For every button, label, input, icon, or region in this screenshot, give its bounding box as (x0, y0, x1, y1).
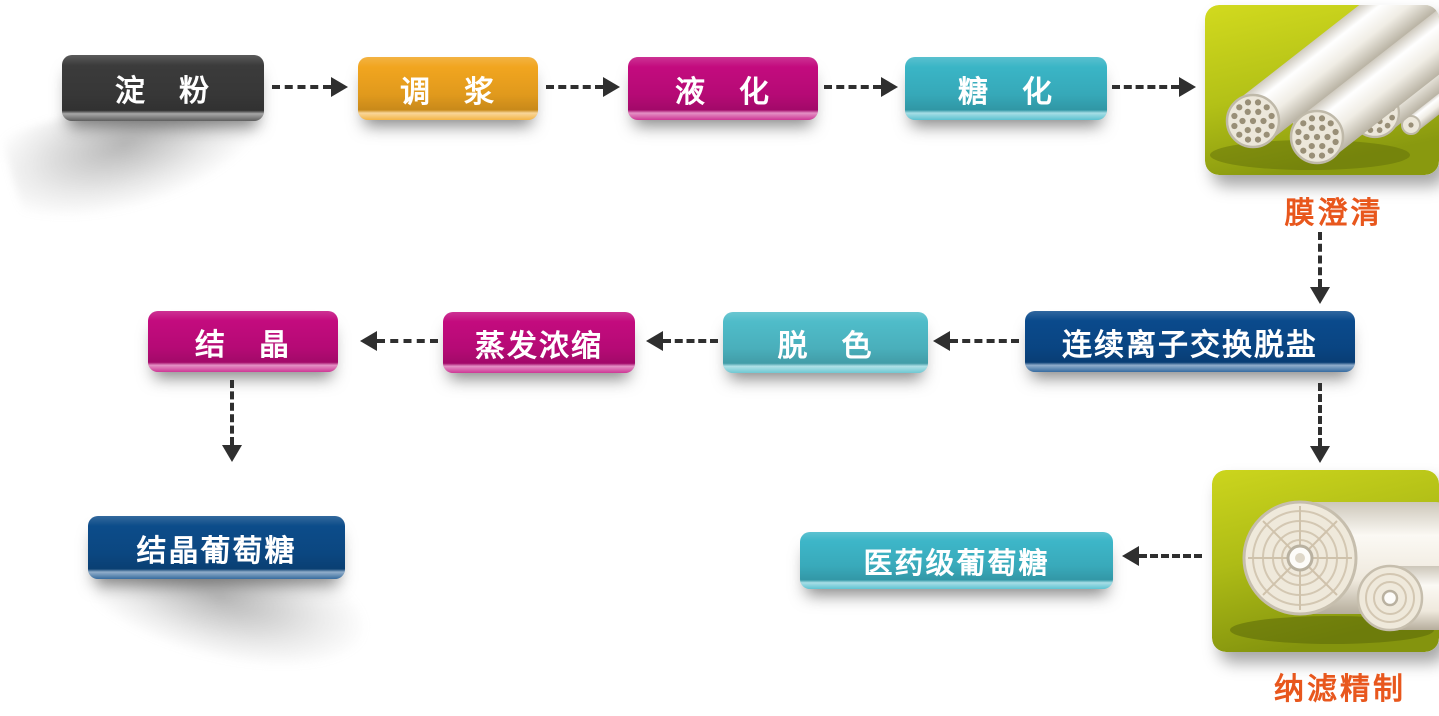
step-saccharification-label: 糖 化 (958, 75, 1054, 109)
arrow-head (1310, 287, 1330, 304)
caption-membrane-clarification: 膜澄清 (1284, 197, 1384, 230)
step-crystallization-label: 结 晶 (195, 328, 291, 362)
product-crystalline-glucose-label: 结晶葡萄糖 (136, 534, 297, 568)
step-decolorization-label: 脱 色 (777, 329, 874, 363)
product-pharma-grade-glucose: 医药级葡萄糖 (800, 532, 1113, 589)
dashed-arrow-right-icon (272, 77, 348, 97)
product-pharma-grade-glucose-label: 医药级葡萄糖 (863, 547, 1050, 580)
arrow-shaft (663, 339, 718, 343)
caption-nanofiltration-refining: 纳滤精制 (1274, 673, 1406, 706)
arrow-shaft (230, 380, 234, 445)
nanofiltration-membrane-photo (1212, 470, 1439, 652)
arrow-shaft (1318, 232, 1322, 287)
spiral-wound-membrane-illustration (1212, 470, 1439, 652)
arrow-head (1179, 77, 1196, 97)
step-ion-exchange-label: 连续离子交换脱盐 (1062, 328, 1318, 362)
arrow-shaft (950, 339, 1019, 343)
arrow-head (933, 331, 950, 351)
step-liquefaction: 液 化 (628, 57, 818, 120)
dashed-arrow-left-icon (360, 331, 438, 351)
step-slurry-mixing: 调 浆 (358, 57, 538, 120)
step-crystallization: 结 晶 (148, 311, 338, 372)
step-saccharification: 糖 化 (905, 57, 1107, 120)
step-ion-exchange-desalting: 连续离子交换脱盐 (1025, 311, 1355, 372)
arrow-shaft (1318, 383, 1322, 446)
step-starch-label: 淀 粉 (115, 75, 211, 108)
dashed-arrow-down-icon (1309, 232, 1331, 304)
step-evaporation-label: 蒸发浓缩 (475, 329, 603, 363)
arrow-head (222, 445, 242, 462)
arrow-head (331, 77, 348, 97)
ceramic-membrane-photo (1205, 5, 1439, 175)
dashed-arrow-right-icon (546, 77, 620, 97)
arrow-shaft (1112, 85, 1179, 89)
arrow-head (603, 77, 620, 97)
dashed-arrow-left-icon (646, 331, 718, 351)
arrow-head (646, 331, 663, 351)
step-slurry-label: 调 浆 (400, 75, 496, 109)
product-crystalline-glucose: 结晶葡萄糖 (88, 516, 345, 579)
step-starch: 淀 粉 (62, 55, 264, 121)
dashed-arrow-down-icon (221, 380, 243, 462)
ceramic-membrane-tubes-illustration (1205, 5, 1439, 175)
dashed-arrow-right-icon (1112, 77, 1196, 97)
arrow-shaft (824, 85, 881, 89)
step-liquefaction-label: 液 化 (675, 75, 771, 109)
dashed-arrow-left-icon (1122, 546, 1202, 566)
arrow-shaft (377, 339, 438, 343)
arrow-head (1310, 446, 1330, 463)
dashed-arrow-right-icon (824, 77, 898, 97)
dashed-arrow-left-icon (933, 331, 1019, 351)
arrow-head (360, 331, 377, 351)
arrow-shaft (546, 85, 603, 89)
step-evaporation-concentration: 蒸发浓缩 (443, 312, 635, 373)
dashed-arrow-down-icon (1309, 383, 1331, 463)
step-decolorization: 脱 色 (723, 312, 928, 373)
arrow-head (1122, 546, 1139, 566)
arrow-shaft (1139, 554, 1202, 558)
arrow-head (881, 77, 898, 97)
arrow-shaft (272, 85, 331, 89)
